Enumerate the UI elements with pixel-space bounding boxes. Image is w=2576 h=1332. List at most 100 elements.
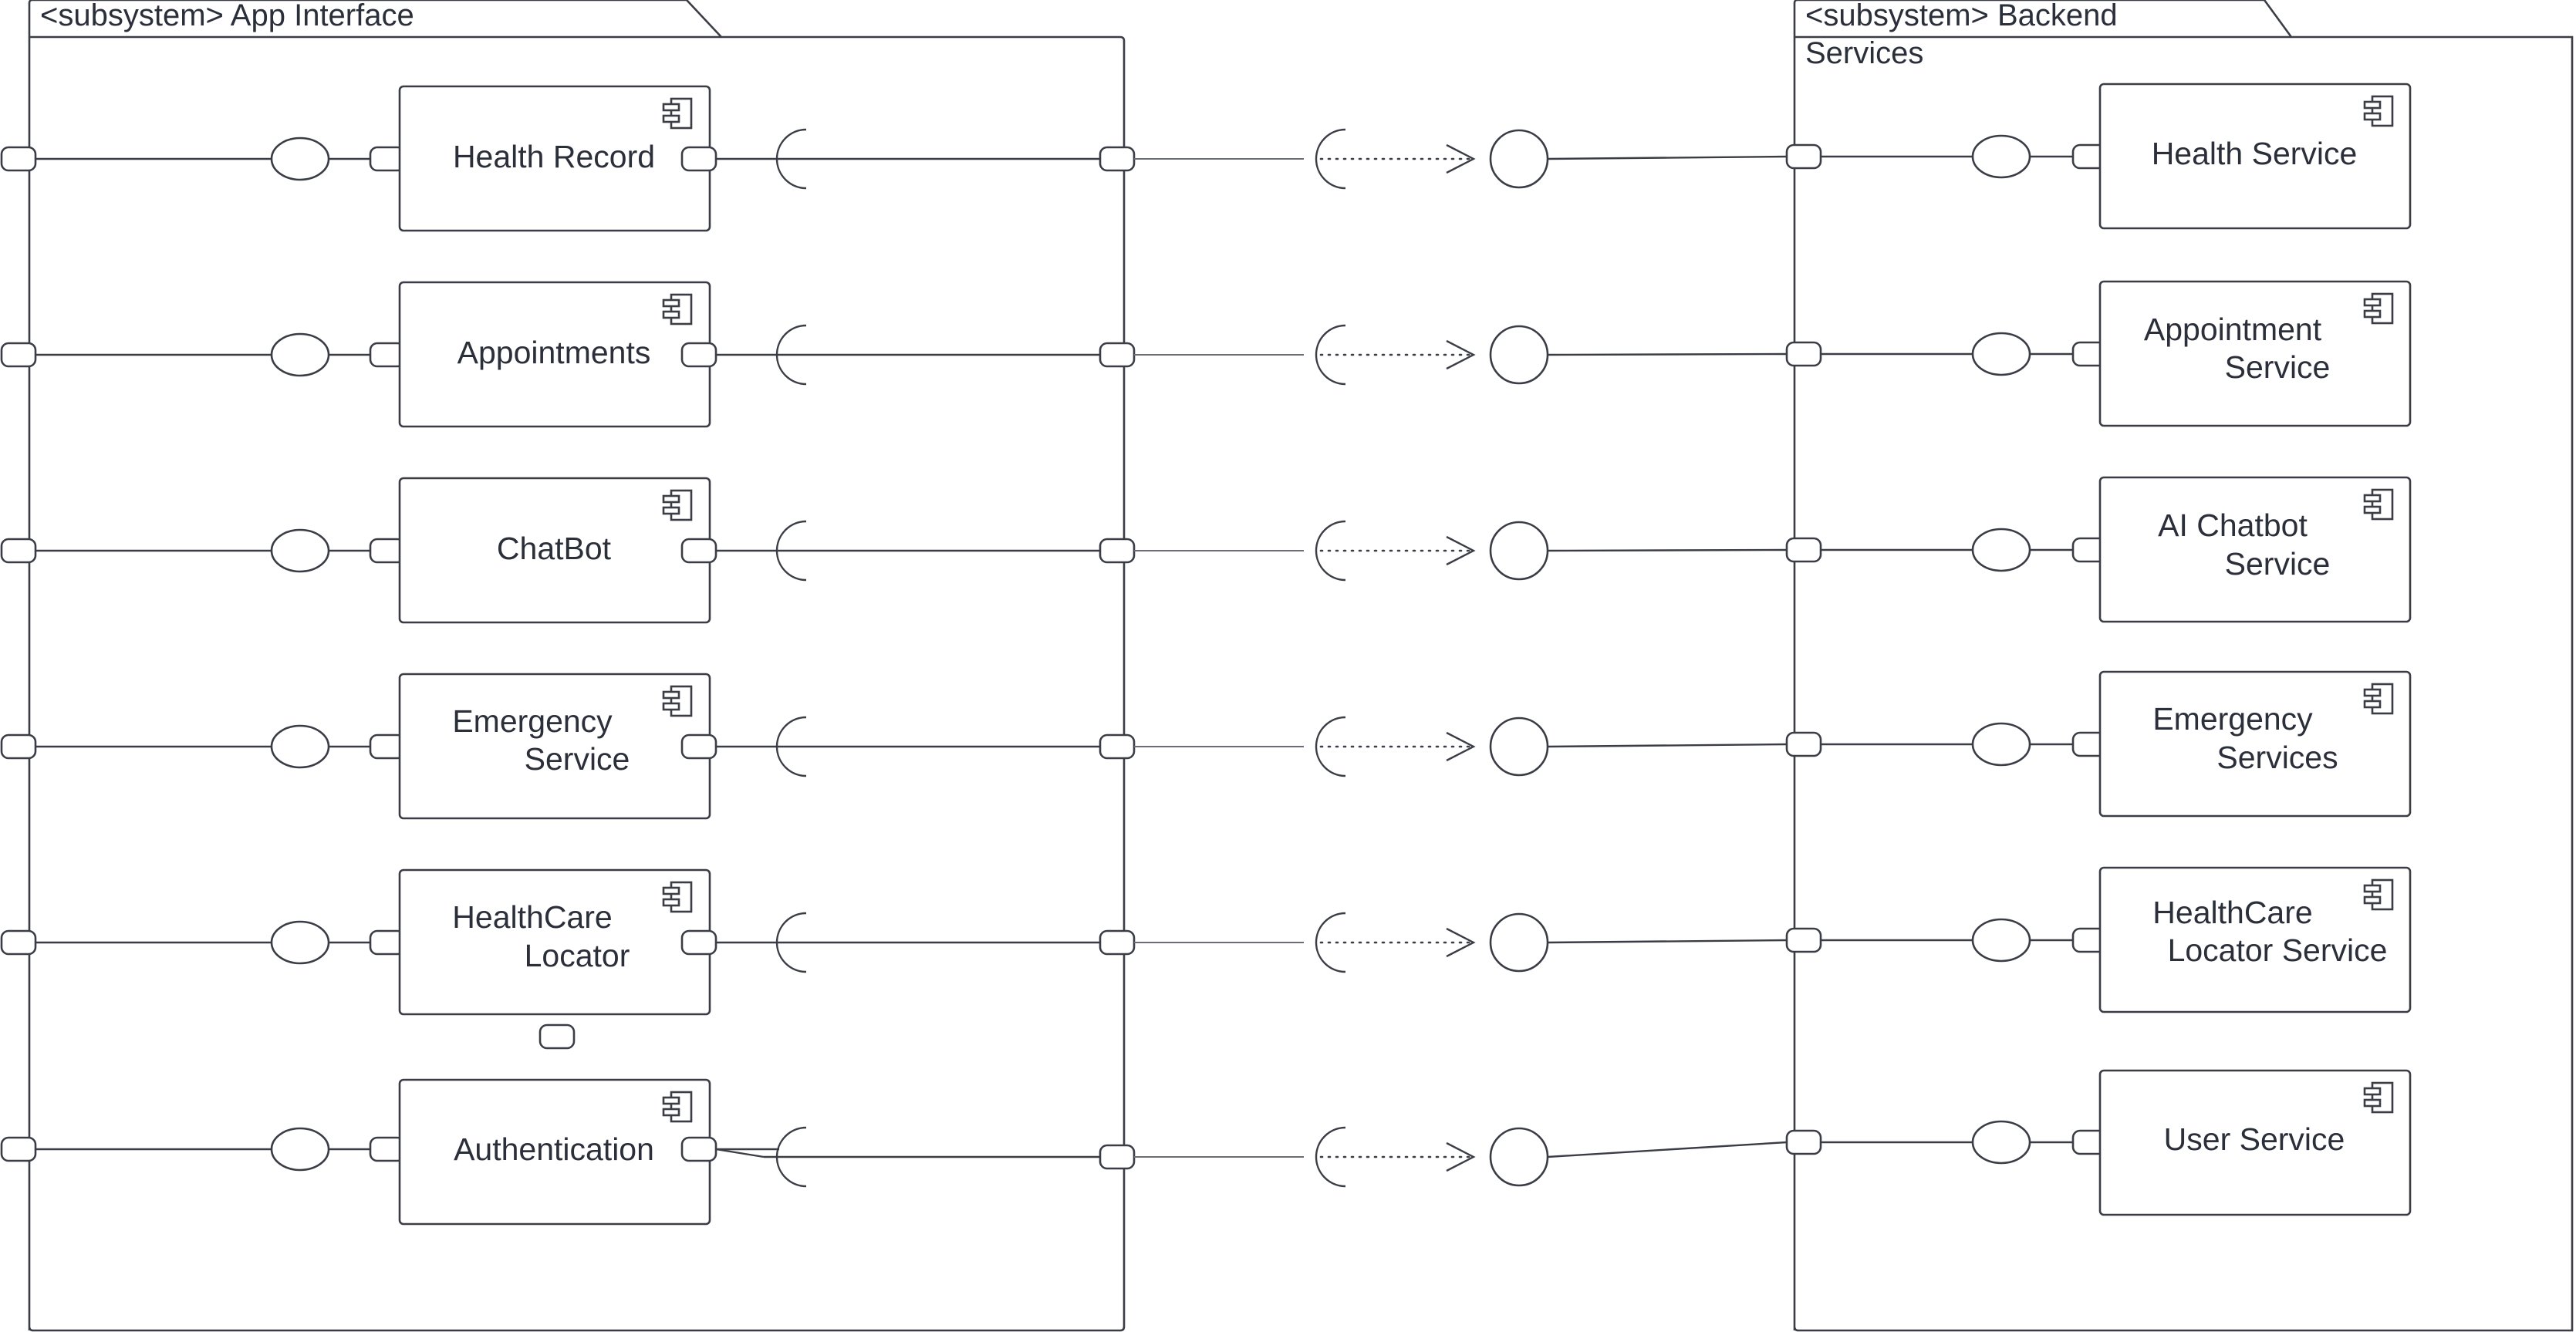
uml-component-icon — [2363, 878, 2394, 911]
component-icon-tab — [2363, 309, 2382, 319]
component-icon-tab — [2363, 112, 2382, 121]
component-icon-body — [670, 685, 693, 717]
component-rows — [0, 83, 2412, 1226]
connector-line — [1547, 352, 1788, 356]
backend-frame-port[interactable] — [1785, 1129, 1822, 1155]
connector-line — [1547, 743, 1788, 748]
backend-component-box[interactable] — [2098, 83, 2412, 230]
component-icon-tab — [662, 494, 680, 504]
component-icon-body — [670, 881, 693, 913]
provided-interface[interactable] — [1971, 722, 2031, 767]
uml-component-icon — [2363, 95, 2394, 127]
component-icon-body — [2371, 878, 2394, 911]
component-icon-tab — [2363, 494, 2382, 503]
provided-interface[interactable] — [270, 528, 330, 573]
app-edge-port[interactable] — [0, 146, 37, 172]
app-frame-port[interactable] — [1099, 146, 1136, 172]
backend-frame-port[interactable] — [1785, 341, 1822, 367]
backend-component-label: Emergency — [2152, 701, 2313, 737]
connector-line — [1547, 939, 1788, 944]
backend-component-box[interactable] — [2098, 1069, 2412, 1216]
required-interface-socket — [775, 520, 807, 582]
uml-component-icon — [2363, 683, 2394, 715]
provided-interface[interactable] — [1971, 918, 2031, 963]
backend-component-label: Appointment — [2144, 312, 2322, 347]
uml-component-icon — [2363, 1081, 2394, 1114]
locator-bottom-port[interactable] — [538, 1023, 576, 1050]
app-component-label: Health Record — [453, 139, 655, 174]
app-edge-port[interactable] — [0, 929, 37, 956]
component-icon-tab — [662, 898, 680, 907]
app-edge-port[interactable] — [0, 733, 37, 760]
provided-interface[interactable] — [270, 137, 330, 181]
component-out-port[interactable] — [680, 146, 717, 172]
component-icon-tab — [2363, 688, 2382, 697]
provided-interface-lollipop[interactable] — [1489, 912, 1549, 973]
app-frame-port[interactable] — [1099, 929, 1136, 956]
app-frame-port[interactable] — [1099, 1144, 1136, 1170]
backend-component-label: Service — [2225, 349, 2331, 385]
provided-interface-lollipop[interactable] — [1489, 717, 1549, 777]
provided-interface-lollipop[interactable] — [1489, 1127, 1549, 1187]
backend-component-box[interactable] — [2098, 476, 2412, 623]
backend-component-box[interactable] — [2098, 670, 2412, 818]
backend-component-box[interactable] — [2098, 280, 2412, 427]
uml-component-icon — [662, 293, 693, 325]
app-interface-title: <subsystem> App Interface — [40, 0, 414, 32]
required-interface-socket — [1315, 324, 1346, 386]
required-interface-socket — [1315, 520, 1346, 582]
component-icon-tab — [2363, 700, 2382, 709]
uml-component-icon — [662, 97, 693, 130]
provided-interface[interactable] — [270, 920, 330, 965]
provided-interface[interactable] — [1971, 1120, 2031, 1165]
uml-component-icon — [662, 685, 693, 717]
uml-component-icon — [662, 881, 693, 913]
app-edge-port[interactable] — [0, 1136, 37, 1162]
component-icon-tab — [662, 690, 680, 700]
component-labels: Health RecordAppointmentsChatBotEmergenc… — [452, 136, 2387, 1167]
app-edge-port[interactable] — [0, 342, 37, 368]
backend-component-label: Services — [2216, 740, 2338, 775]
backend-frame-port[interactable] — [1785, 143, 1822, 170]
provided-interface-lollipop[interactable] — [1489, 325, 1549, 385]
required-interface-socket — [775, 128, 807, 190]
provided-interface[interactable] — [270, 332, 330, 377]
provided-interface[interactable] — [1971, 134, 2031, 179]
app-edge-port[interactable] — [0, 538, 37, 564]
uml-component-icon — [2363, 488, 2394, 521]
backend-services-title-line1: <subsystem> Backend — [1805, 0, 2118, 32]
component-icon-tab — [662, 702, 680, 711]
component-icon-body — [2371, 292, 2394, 325]
app-component-label: ChatBot — [497, 531, 612, 566]
provided-interface[interactable] — [1971, 528, 2031, 572]
component-icon-tab — [2363, 884, 2382, 893]
backend-component-box[interactable] — [2098, 866, 2412, 1013]
backend-frame-port[interactable] — [1785, 731, 1822, 757]
app-frame-port[interactable] — [1099, 733, 1136, 760]
component-icon-tab — [2363, 505, 2382, 514]
backend-frame-port[interactable] — [1785, 537, 1822, 563]
component-out-port[interactable] — [680, 342, 717, 368]
app-frame-port[interactable] — [1099, 538, 1136, 564]
component-icon-body — [670, 97, 693, 130]
component-icon-body — [2371, 1081, 2394, 1114]
provided-interface[interactable] — [1971, 332, 2031, 376]
app-frame-port[interactable] — [1099, 342, 1136, 368]
component-icon-body — [2371, 488, 2394, 521]
provided-interface-lollipop[interactable] — [1489, 129, 1549, 189]
component-out-port[interactable] — [680, 733, 717, 760]
backend-frame-port[interactable] — [1785, 927, 1822, 953]
provided-interface-lollipop[interactable] — [1489, 521, 1549, 581]
component-out-port[interactable] — [680, 538, 717, 564]
provided-interface[interactable] — [270, 1127, 330, 1172]
component-icon-tab — [662, 310, 680, 319]
connector-line — [715, 1148, 765, 1158]
component-icon-body — [670, 1091, 693, 1123]
provided-interface[interactable] — [270, 724, 330, 769]
app-interface-subsystem[interactable]: <subsystem> App Interface — [28, 0, 1126, 1332]
connector-line — [1547, 548, 1788, 552]
component-out-port[interactable] — [680, 929, 717, 956]
component-out-port[interactable] — [680, 1136, 717, 1162]
backend-component-label: Locator Service — [2168, 932, 2388, 968]
